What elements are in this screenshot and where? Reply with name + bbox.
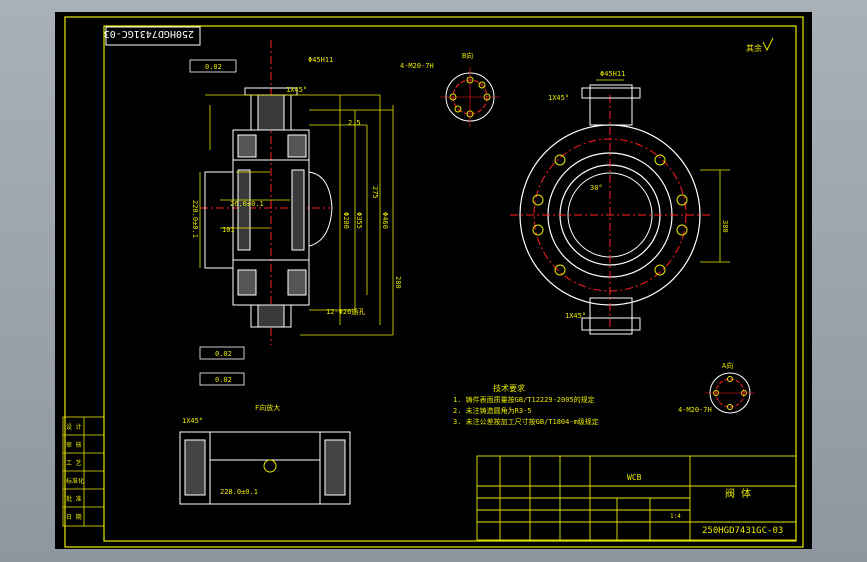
roughness-symbol — [762, 37, 774, 52]
left-row-2: 审 核 — [66, 441, 82, 449]
dim-d10: 1X45° — [286, 86, 307, 94]
tech-note-2: 2. 未注铸造圆角为R3-5 — [453, 406, 532, 415]
left-row-1: 设 计 — [66, 423, 82, 431]
a-view-label: A向 — [722, 361, 733, 370]
cad-viewport[interactable] — [55, 12, 812, 549]
drawing-code: 250HGD7431GC-03 — [702, 526, 783, 536]
tol-value-3: 0.02 — [215, 376, 232, 384]
b-view-label: B向 — [462, 51, 473, 60]
f-view-label: F向放大 — [255, 403, 280, 412]
dim-d17: 2.5 — [348, 119, 361, 127]
stamp-code: 250HGD7431GC-03 — [104, 28, 194, 39]
front-view — [510, 84, 712, 335]
tech-title: 技术要求 — [493, 383, 525, 393]
section-view — [200, 40, 333, 345]
dim-d6: 280 — [394, 276, 402, 289]
f-enlarged-view: F向放大 — [179, 403, 351, 505]
front-dimensions — [596, 79, 730, 263]
outer-border — [64, 16, 804, 548]
b-view: B向 4-M20-7H — [400, 51, 500, 127]
left-row-4: 标准化 — [66, 477, 84, 485]
a-view: A向 4-M20-7H — [678, 361, 755, 414]
front-dim-height: 380 — [721, 220, 729, 233]
dim-d4: Φ460 — [381, 212, 389, 229]
left-row-3: 工 艺 — [66, 459, 82, 467]
f-dim-chamfer: 1X45° — [182, 417, 203, 425]
dim-d2: Φ200 — [342, 212, 350, 229]
front-dim-chamfer-bottom: 1X45° — [565, 312, 586, 320]
dim-d13: 12-Φ26通孔 — [326, 307, 365, 316]
dim-d9: 228.0±0.1 — [191, 200, 199, 238]
dim-d1: Φ45H11 — [308, 56, 333, 64]
b-view-thread: 4-M20-7H — [400, 62, 434, 70]
tol-value-2: 0.02 — [215, 350, 232, 358]
tech-note-3: 3. 未注公差按加工尺寸按GB/T1804-m级规定 — [453, 417, 599, 426]
dim-d3: Φ355 — [355, 212, 363, 229]
title-block — [476, 455, 797, 541]
left-title-strip — [62, 416, 105, 527]
section-dimensions — [199, 94, 394, 336]
front-dim-neck: Φ45H11 — [600, 70, 625, 78]
scale-value: 1:4 — [670, 513, 681, 520]
front-dim-chamfer: 1X45° — [548, 94, 569, 102]
tech-requirements: 技术要求 1. 铸件表面质量按GB/T12229-2005的规定 2. 未注铸造… — [453, 383, 599, 426]
inner-border — [103, 25, 797, 542]
a-view-thread: 4-M20-7H — [678, 406, 712, 414]
front-dim-angle: 30° — [590, 184, 603, 192]
tol-value-1: 0.02 — [205, 63, 222, 71]
stamp-box — [105, 26, 201, 46]
material-label: WCB — [627, 473, 642, 482]
dim-d5: 275 — [371, 186, 379, 199]
left-row-6: 日 期 — [66, 513, 82, 521]
f-dim-width: 228.0±0.1 — [220, 488, 258, 496]
dim-d7: 101 — [222, 226, 235, 234]
dim-d8: 26.0±0.1 — [230, 200, 264, 208]
tech-note-1: 1. 铸件表面质量按GB/T12229-2005的规定 — [453, 395, 595, 404]
tolerance-frames — [189, 59, 245, 386]
part-name: 阀 体 — [725, 487, 751, 500]
left-row-5: 批 准 — [66, 495, 82, 503]
other-roughness-label: 其余 — [746, 43, 762, 53]
